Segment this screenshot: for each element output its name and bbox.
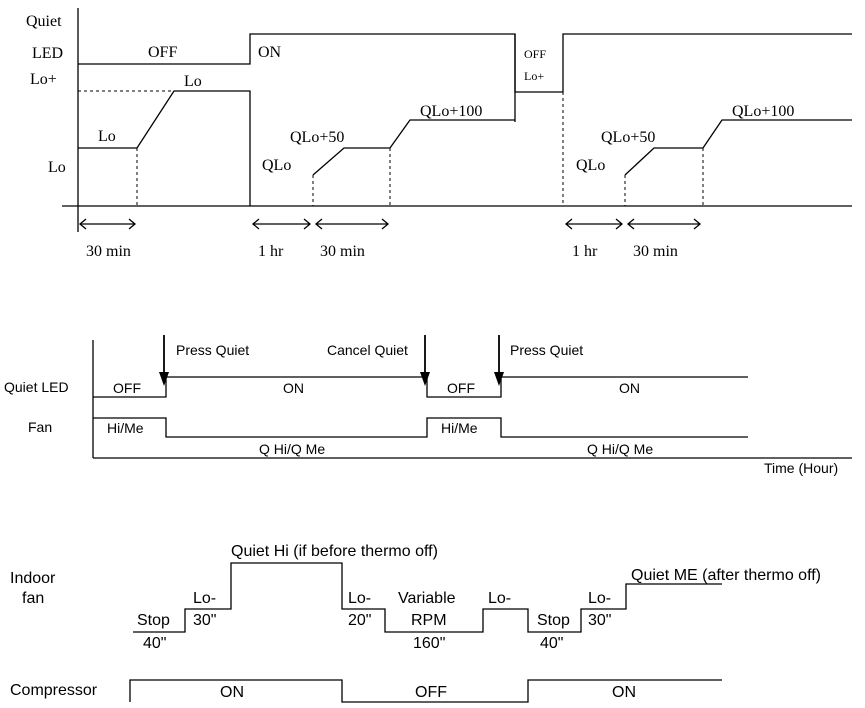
fan-step-lo-2: Lo-: [348, 590, 371, 607]
led-state-off-2: OFF: [524, 47, 546, 61]
fan-step-lo-1: Lo-: [193, 590, 216, 607]
led-state-on-a: ON: [283, 380, 304, 396]
fan-time-40: 40": [143, 635, 166, 652]
row-label-compressor: Compressor: [10, 682, 98, 699]
fan-step-lo-3: Lo-: [488, 590, 511, 607]
fan-time-20: 20": [348, 612, 371, 629]
row-label-fan: Fan: [28, 419, 52, 435]
label-quiet-hi: Quiet Hi (if before thermo off): [231, 543, 438, 560]
level-qlo-100: QLo+100: [420, 103, 482, 120]
duration-arrows: [78, 218, 702, 230]
fan-state-quiet-2: Q Hi/Q Me: [587, 441, 653, 457]
fan-state-quiet: Q Hi/Q Me: [259, 441, 325, 457]
level-qlo: QLo: [262, 157, 291, 174]
thermo-diagram: Indoor fan Compressor Quiet Hi (if befor…: [10, 543, 821, 703]
fan-step-stop: Stop: [137, 612, 170, 629]
quiet-mode-diagram: Quiet LED Lo+ Lo OFF ON OFF Lo+ Lo Lo QL…: [26, 8, 852, 260]
duration-30min-2: 30 min: [320, 243, 365, 260]
event-press-quiet: Press Quiet: [176, 342, 249, 358]
led-state-off-b: OFF: [447, 380, 475, 396]
compressor-state-off: OFF: [415, 684, 447, 701]
level-lo: Lo: [184, 73, 202, 90]
level-qlo-50-2: QLo+50: [601, 129, 655, 146]
level-lo-plus: Lo+: [524, 69, 544, 83]
indoor-fan-signal: [133, 562, 722, 633]
level-qlo-100-2: QLo+100: [732, 103, 794, 120]
axis-label-lo-plus: Lo+: [30, 71, 57, 88]
led-state-off: OFF: [148, 44, 177, 61]
fan-state-hi-me-2: Hi/Me: [441, 420, 478, 436]
quiet-led-signal: [93, 376, 748, 398]
led-state-off-a: OFF: [113, 380, 141, 396]
fan-step-stop-2: Stop: [537, 612, 570, 629]
axis-label-led: LED: [32, 45, 63, 62]
x-axis-label: Time (Hour): [764, 460, 838, 476]
row-label-quiet-led: Quiet LED: [4, 379, 69, 395]
label-quiet-me: Quiet ME (after thermo off): [631, 567, 821, 584]
level-qlo-2: QLo: [576, 157, 605, 174]
fan-time-30: 30": [193, 612, 216, 629]
fan-time-160: 160": [413, 635, 445, 652]
compressor-signal: [129, 679, 722, 703]
quiet-button-diagram: Time (Hour) Quiet LED Fan Press Quiet Ca…: [4, 335, 852, 476]
duration-1hr-1: 1 hr: [258, 243, 284, 260]
row-label-fan-2: fan: [22, 590, 44, 607]
compressor-state-on-2: ON: [612, 684, 636, 701]
fan-time-40-2: 40": [540, 635, 563, 652]
event-cancel-quiet: Cancel Quiet: [327, 342, 408, 358]
duration-30min-1: 30 min: [86, 243, 131, 260]
duration-30min-3: 30 min: [633, 243, 678, 260]
compressor-state-on: ON: [220, 684, 244, 701]
fan-state-hi-me: Hi/Me: [107, 420, 144, 436]
level-lo-start: Lo: [98, 128, 116, 145]
fan-step-variable: Variable: [398, 590, 456, 607]
led-state-on-b: ON: [619, 380, 640, 396]
fan-level-signal-3: [624, 119, 852, 176]
fan-step-rpm: RPM: [411, 612, 447, 629]
axis-label-quiet: Quiet: [26, 13, 62, 30]
duration-1hr-2: 1 hr: [572, 243, 598, 260]
fan-level-signal-1: [78, 90, 251, 206]
fan-step-lo-4: Lo-: [588, 590, 611, 607]
row-label-indoor: Indoor: [10, 570, 56, 587]
level-qlo-50: QLo+50: [290, 129, 344, 146]
led-state-on: ON: [258, 44, 282, 61]
axis-label-lo: Lo: [48, 159, 66, 176]
fan-signal: [93, 417, 748, 438]
event-arrows: [159, 335, 504, 386]
fan-time-30-2: 30": [588, 612, 611, 629]
event-press-quiet-2: Press Quiet: [510, 342, 583, 358]
